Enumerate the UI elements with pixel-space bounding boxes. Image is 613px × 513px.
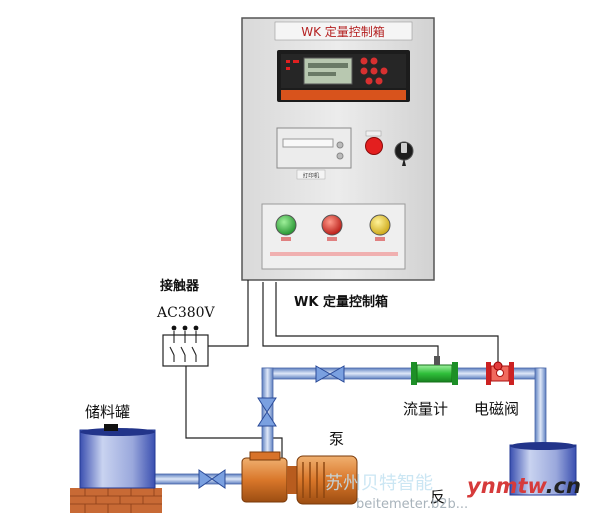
pump-motor bbox=[241, 451, 358, 505]
emergency-stop-button[interactable] bbox=[365, 137, 383, 155]
pump-label: 泵 bbox=[329, 430, 344, 448]
controller-key[interactable] bbox=[375, 77, 383, 85]
reset-button[interactable] bbox=[369, 214, 391, 236]
watermark-company: 苏州贝特智能 bbox=[325, 473, 433, 494]
solenoid-valve-label: 电磁阀 bbox=[474, 400, 519, 418]
start-button[interactable] bbox=[275, 214, 297, 236]
hand-valve-top[interactable] bbox=[315, 365, 345, 383]
controller-key[interactable] bbox=[370, 57, 378, 65]
printer: 打印机 bbox=[276, 127, 352, 180]
controller-key[interactable] bbox=[360, 67, 368, 75]
controller-panel bbox=[277, 50, 410, 102]
contactor bbox=[162, 325, 209, 367]
hand-valve-inlet[interactable] bbox=[198, 469, 226, 489]
watermark-site: ynmtw.cn bbox=[467, 474, 581, 498]
controller-key[interactable] bbox=[360, 57, 368, 65]
control-cabinet: WK 定量控制箱 打印机 bbox=[241, 17, 435, 281]
control-box-label: WK 定量控制箱 bbox=[294, 294, 388, 310]
lcd-screen bbox=[303, 57, 353, 85]
controller-key[interactable] bbox=[370, 67, 378, 75]
operation-panel bbox=[261, 203, 406, 270]
storage-tank-label: 储料罐 bbox=[85, 403, 130, 421]
control-wires bbox=[185, 280, 499, 460]
watermark-site-alt: beitemeter.b2b... bbox=[356, 497, 468, 512]
storage-tank bbox=[70, 424, 162, 513]
cabinet-title: WK 定量控制箱 bbox=[301, 24, 385, 39]
hidden-fragment-label: 反 bbox=[430, 488, 445, 506]
contactor-label: 接触器 bbox=[160, 278, 200, 294]
hand-valve-vertical[interactable] bbox=[257, 397, 277, 427]
solenoid-valve bbox=[486, 361, 514, 385]
flowmeter-label: 流量计 bbox=[403, 400, 448, 418]
voltage-label: AC380V bbox=[156, 305, 216, 321]
receiving-tank bbox=[509, 442, 577, 496]
printer-label: 打印机 bbox=[303, 172, 320, 180]
flowmeter bbox=[411, 356, 458, 385]
controller-key[interactable] bbox=[365, 77, 373, 85]
stop-button[interactable] bbox=[321, 214, 343, 236]
controller-key[interactable] bbox=[380, 67, 388, 75]
